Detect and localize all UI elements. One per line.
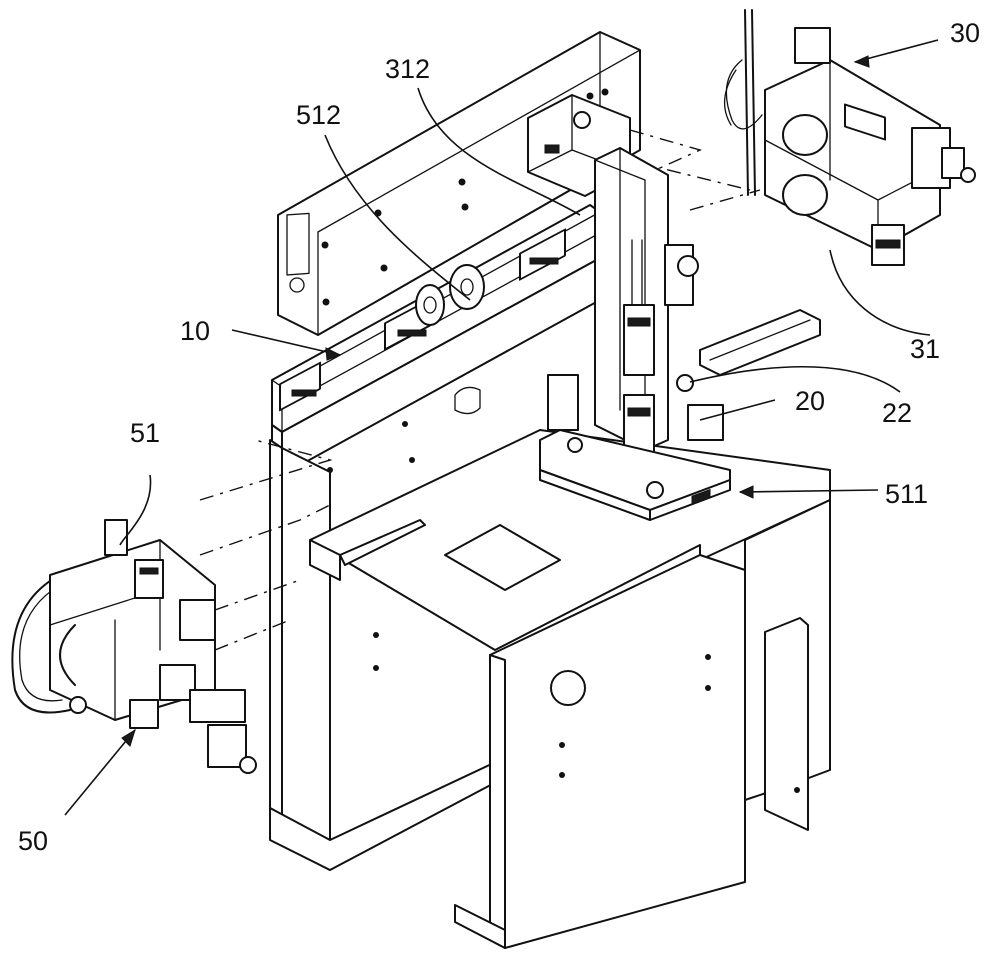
- label-20: 20: [795, 386, 825, 416]
- main-frame: [270, 430, 830, 948]
- module-30: [725, 10, 975, 265]
- label-312: 312: [385, 54, 430, 84]
- label-31: 31: [910, 334, 940, 364]
- label-30: 30: [950, 18, 980, 48]
- label-50: 50: [18, 826, 48, 856]
- label-51: 51: [130, 418, 160, 448]
- label-511: 511: [885, 479, 928, 509]
- label-22: 22: [882, 398, 912, 428]
- label-512: 512: [296, 100, 341, 130]
- press-column: [595, 148, 698, 455]
- label-10: 10: [180, 316, 210, 346]
- right-rail: [700, 310, 820, 375]
- module-50: [12, 520, 256, 773]
